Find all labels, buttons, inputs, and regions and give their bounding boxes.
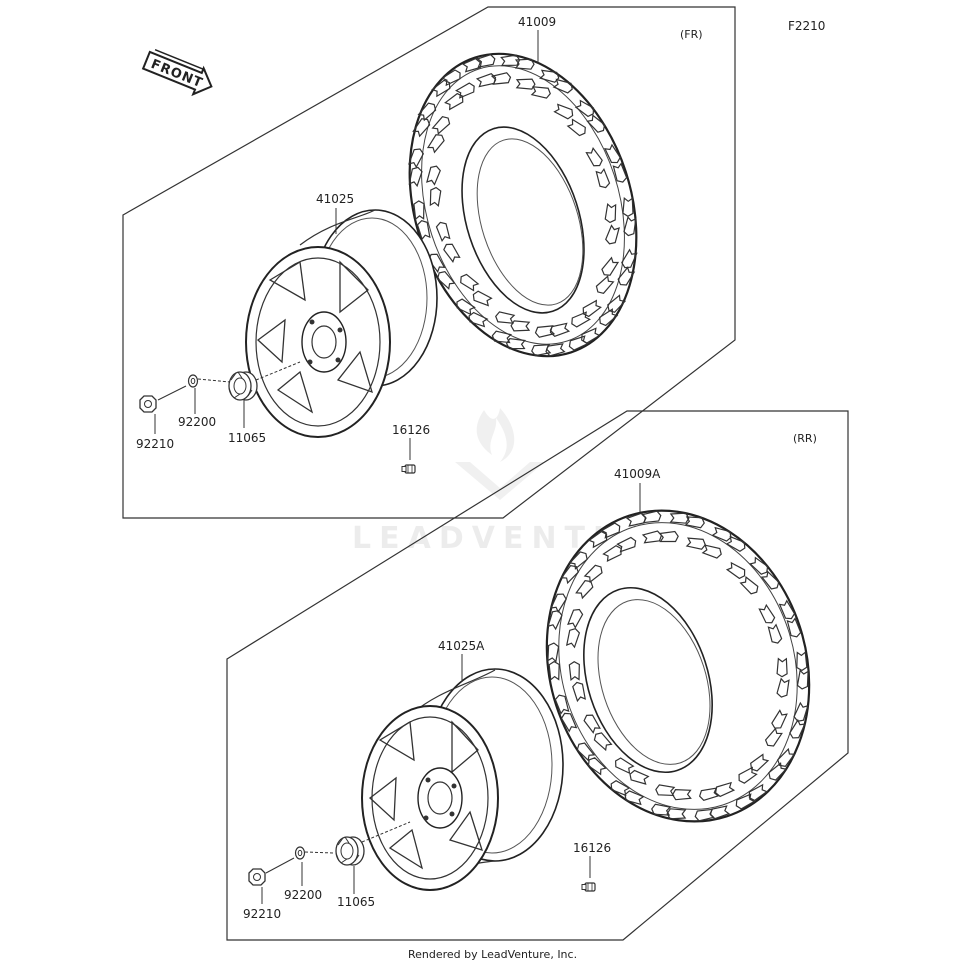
front-nut-part-number: 92210	[136, 437, 174, 451]
rear-valve-part-number: 16126	[573, 841, 611, 855]
front-group-tag: (FR)	[680, 28, 703, 41]
credit-text: Rendered by LeadVenture, Inc.	[408, 948, 577, 961]
front-cap-part-number: 11065	[228, 431, 266, 445]
rear-cap-part-number: 11065	[337, 895, 375, 909]
front-nut-icon	[139, 395, 157, 413]
rear-tire-part-number: 41009A	[614, 467, 661, 481]
front-group: (FR)	[122, 6, 736, 519]
rear-group-tag: (RR)	[793, 432, 817, 445]
front-valve-icon	[401, 464, 416, 474]
rear-nut-part-number: 92210	[243, 907, 281, 921]
diagram-code: F2210	[788, 19, 825, 33]
rear-washer-icon	[294, 846, 306, 860]
rear-nut-icon	[248, 868, 266, 886]
rear-tire	[545, 509, 811, 823]
front-valve-part-number: 16126	[392, 423, 430, 437]
rear-cap-icon	[335, 836, 365, 866]
rear-washer-part-number: 92200	[284, 888, 322, 902]
front-washer-part-number: 92200	[178, 415, 216, 429]
rear-wheel	[361, 668, 564, 891]
rear-wheel-part-number: 41025A	[438, 639, 485, 653]
rear-valve-icon	[581, 882, 596, 892]
front-washer-icon	[187, 374, 199, 388]
watermark: LEADVENTURE	[352, 408, 677, 556]
front-wheel	[245, 209, 438, 438]
front-tire	[407, 52, 639, 358]
front-wheel-part-number: 41025	[316, 192, 354, 206]
rear-group-frame	[226, 410, 849, 941]
front-group-frame	[122, 6, 736, 519]
front-tire-part-number: 41009	[518, 15, 556, 29]
front-arrow-icon: FRONT	[141, 49, 213, 97]
rear-group: (RR)	[226, 410, 849, 941]
front-cap-icon	[228, 371, 258, 401]
